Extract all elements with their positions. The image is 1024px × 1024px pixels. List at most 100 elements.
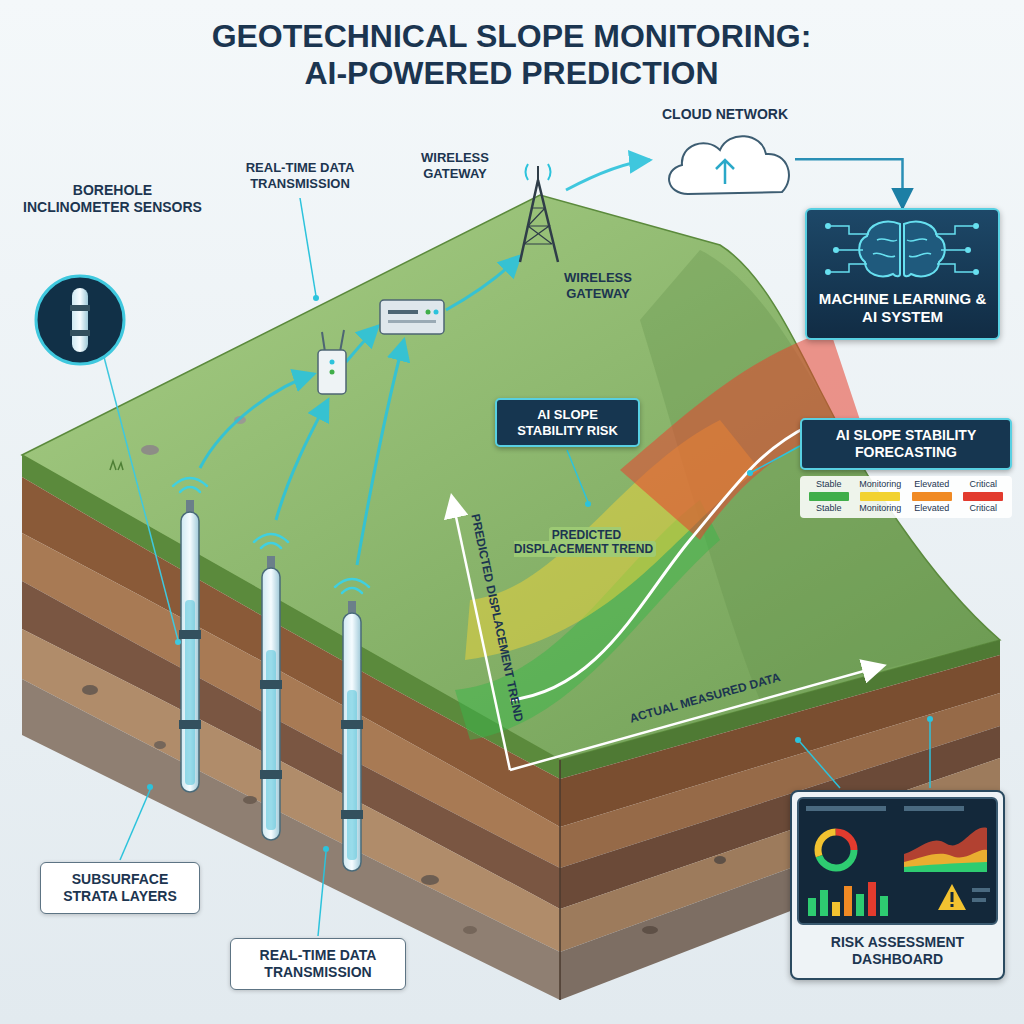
legend-swatch <box>912 492 952 501</box>
leader-lines <box>752 446 800 472</box>
ml-system-box: MACHINE LEARNING & AI SYSTEM <box>805 208 1000 340</box>
gateway-tower <box>537 166 539 180</box>
leader-dots <box>313 295 319 301</box>
router-device <box>318 350 346 394</box>
leader-lines <box>318 852 326 936</box>
borehole-tubes <box>262 568 280 840</box>
node-text: AI SLOPE STABILITY FORECASTING <box>812 427 1000 461</box>
magnifier-inset <box>104 357 178 640</box>
legend-text: Critical <box>969 479 997 490</box>
strata-right-face <box>642 926 658 934</box>
legend-column: ElevatedElevated <box>906 479 958 515</box>
legend-swatch <box>963 492 1003 501</box>
borehole-tubes <box>347 690 357 860</box>
router-device <box>322 330 344 352</box>
block-top-surface <box>141 445 159 455</box>
strata-right-face <box>559 760 561 1000</box>
dashboard-screen <box>818 832 854 868</box>
legend-sublabel: Monitoring <box>859 503 901 514</box>
legend-sublabel: Stable <box>816 503 842 514</box>
wifi-signal <box>173 478 369 593</box>
data-transmission-lines <box>357 340 404 565</box>
gateway-tower <box>520 180 558 262</box>
connector-arrow <box>795 159 903 208</box>
brain-icon <box>831 226 973 272</box>
legend-swatch <box>860 492 900 501</box>
axis-label: ACTUAL MEASURED DATA <box>628 670 782 726</box>
trend-curve <box>510 425 810 700</box>
borehole-tubes <box>179 500 363 871</box>
data-transmission-lines <box>200 374 314 468</box>
gateway-label: WIRELESS GATEWAY <box>405 150 505 181</box>
chart-axes <box>452 498 882 770</box>
legend-sublabel: Critical <box>969 503 997 514</box>
trend-label: PREDICTED DISPLACEMENT TREND <box>505 528 665 557</box>
block-top-surface <box>110 461 123 470</box>
diagram-title: GEOTECHNICAL SLOPE MONITORING: AI-POWERE… <box>194 18 829 92</box>
magnifier-inset <box>70 330 90 336</box>
leader-lines <box>120 790 150 860</box>
legend-sublabel: Elevated <box>914 503 949 514</box>
router-device <box>330 360 335 365</box>
node-text: MACHINE LEARNING & AI SYSTEM <box>817 290 988 326</box>
brain-icon <box>965 247 971 253</box>
wifi-signal <box>254 534 288 548</box>
strata-right-face <box>714 856 726 864</box>
legend-column: CriticalCritical <box>958 479 1010 515</box>
borehole-tubes <box>266 650 276 830</box>
gateway-tower <box>520 164 558 262</box>
borehole-tubes <box>185 600 195 785</box>
router-device <box>330 370 335 375</box>
node-text: SUBSURFACE STRATA LAYERS <box>51 871 189 905</box>
legend-swatch <box>809 492 849 501</box>
leader-dots <box>147 784 153 790</box>
dashboard-screen <box>844 886 852 916</box>
legend-text: Stable <box>816 479 842 490</box>
data-transmission-lines <box>276 400 328 520</box>
sensor-label: BOREHOLE INCLINOMETER SENSORS <box>20 182 205 216</box>
dashboard-screen <box>938 884 966 910</box>
brain-icon <box>833 247 839 253</box>
dashboard-screen <box>832 902 840 916</box>
brain-icon <box>825 269 831 275</box>
node-text: RISK ASSESSMENT DASHBOARD <box>800 934 995 968</box>
gateway-device <box>434 310 439 315</box>
strata-left-face <box>463 926 477 934</box>
strata-right-face <box>560 758 1000 952</box>
gateway-device <box>380 300 444 334</box>
trend-label: PREDICTED DISPLACEMENT TREND <box>514 527 656 557</box>
brain-icon <box>859 222 900 277</box>
node-text: AI SLOPE STABILITY RISK <box>505 407 630 438</box>
borehole-tubes <box>260 770 282 779</box>
magnifier-inset <box>70 305 90 311</box>
data-transmission-lines <box>346 326 378 362</box>
dashboard-screen <box>972 898 986 902</box>
leader-dots <box>795 737 801 743</box>
wifi-signal <box>335 579 369 593</box>
cloud-node: CLOUD NETWORK <box>655 106 795 195</box>
borehole-tubes <box>260 680 282 689</box>
strata-box: SUBSURFACE STRATA LAYERS <box>40 862 200 914</box>
borehole-tubes <box>341 720 363 729</box>
brain-icon <box>825 223 831 229</box>
data-transmission-lines <box>446 256 520 310</box>
strata-left-face <box>82 685 98 695</box>
dashboard-panel: RISK ASSESSMENT DASHBOARD <box>790 790 1005 980</box>
borehole-tubes <box>179 720 201 729</box>
legend-panel: StableStableMonitoringMonitoringElevated… <box>800 476 1012 518</box>
gateway-device <box>426 310 431 315</box>
risk-callout-box: AI SLOPE STABILITY RISK <box>495 398 640 447</box>
risk-bands <box>455 330 860 740</box>
cloud-icon <box>669 136 789 194</box>
forecast-box: AI SLOPE STABILITY FORECASTING <box>800 418 1012 470</box>
brain-icon <box>973 223 979 229</box>
legend-column: StableStable <box>803 479 855 515</box>
dashboard-screen <box>806 806 886 811</box>
dashboard-screen <box>904 828 987 872</box>
dashboard-screen <box>798 798 997 924</box>
dashboard-screen <box>792 792 1003 930</box>
strata-left-face <box>243 796 257 804</box>
gateway-device <box>388 320 436 323</box>
